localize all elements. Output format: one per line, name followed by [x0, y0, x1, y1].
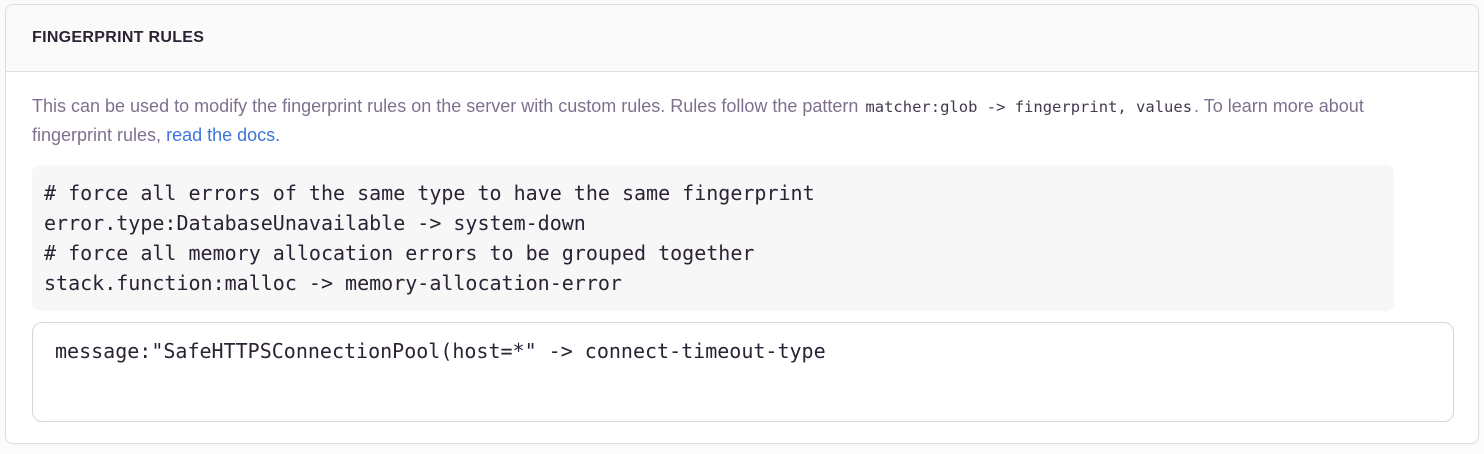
example-code-block: # force all errors of the same type to h…	[32, 165, 1394, 311]
read-the-docs-link[interactable]: read the docs.	[166, 125, 281, 145]
fingerprint-rules-textarea[interactable]: message:"SafeHTTPSConnectionPool(host=*"…	[32, 322, 1454, 422]
fingerprint-rules-panel: FINGERPRINT RULES This can be used to mo…	[5, 4, 1479, 444]
description-segment-before-code: This can be used to modify the fingerpri…	[32, 96, 859, 116]
panel-title: FINGERPRINT RULES	[32, 29, 205, 46]
description-segment-after-code: . To learn more about fingerprint rules,	[32, 96, 1364, 145]
description-text: This can be used to modify the fingerpri…	[32, 92, 1394, 149]
panel-body: This can be used to modify the fingerpri…	[6, 72, 1478, 443]
pattern-inline-code: matcher:glob -> fingerprint, values	[865, 98, 1193, 116]
panel-header: FINGERPRINT RULES	[6, 5, 1478, 72]
